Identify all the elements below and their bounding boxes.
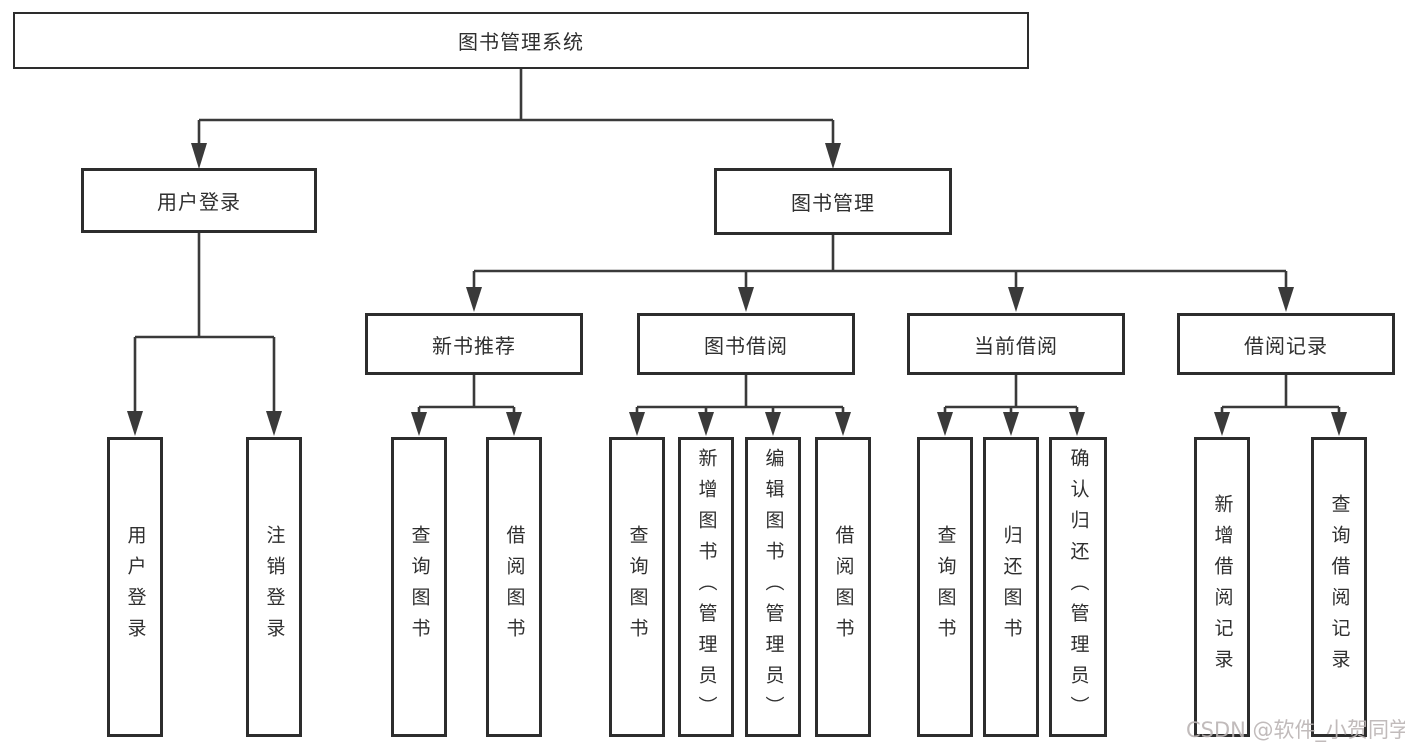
node-label: 当前借阅 <box>974 333 1058 358</box>
arrowheads <box>127 143 1347 436</box>
node-logout: 注销登录 <box>246 437 302 737</box>
connector-book-borrowing-group <box>635 375 845 416</box>
node-label: 编辑图书（管理员） <box>762 447 785 727</box>
node-label: 新增借阅记录 <box>1211 494 1234 680</box>
node-label: 借阅记录 <box>1244 333 1328 358</box>
node-label: 借阅图书 <box>503 525 526 649</box>
connector-borrowing-records-group <box>1220 375 1341 416</box>
node-query-books-current: 查询图书 <box>917 437 973 737</box>
watermark: CSDN @软件_小贺同学 <box>1186 718 1405 742</box>
node-label: 归还图书 <box>1000 525 1023 649</box>
node-new-book-recommendation: 新书推荐 <box>365 313 583 375</box>
connector-current-borrowing-group <box>943 375 1079 416</box>
node-book-management: 图书管理 <box>714 168 952 235</box>
node-label: 查询图书 <box>626 525 649 649</box>
node-edit-books-admin: 编辑图书（管理员） <box>745 437 801 737</box>
connector-root-to-level2 <box>197 69 835 148</box>
node-query-books-borrowing: 查询图书 <box>609 437 665 737</box>
node-add-books-admin: 新增图书（管理员） <box>678 437 734 737</box>
node-label: 查询图书 <box>408 525 431 649</box>
node-label: 图书借阅 <box>704 333 788 358</box>
node-book-borrowing: 图书借阅 <box>637 313 855 375</box>
node-user-login: 用户登录 <box>81 168 317 233</box>
node-user-login-leaf: 用户登录 <box>107 437 163 737</box>
node-label: 用户登录 <box>124 525 147 649</box>
node-confirm-return-admin: 确认归还（管理员） <box>1049 437 1107 737</box>
node-label: 用户登录 <box>157 190 241 214</box>
node-label: 借阅图书 <box>832 525 855 649</box>
node-borrow-books-recommend: 借阅图书 <box>486 437 542 737</box>
connector-book-management-rail <box>472 235 1288 292</box>
node-return-books: 归还图书 <box>983 437 1039 737</box>
node-label: 查询图书 <box>934 525 957 649</box>
node-label: 图书管理 <box>791 191 875 215</box>
connector-user-login-branch <box>133 233 276 416</box>
node-current-borrowing: 当前借阅 <box>907 313 1125 375</box>
node-label: 新增图书（管理员） <box>695 447 718 727</box>
node-borrow-books-borrowing: 借阅图书 <box>815 437 871 737</box>
node-label: 查询借阅记录 <box>1328 494 1351 680</box>
node-add-borrow-record: 新增借阅记录 <box>1194 437 1250 737</box>
node-label: 新书推荐 <box>432 333 516 358</box>
node-query-borrow-record: 查询借阅记录 <box>1311 437 1367 737</box>
node-label: 注销登录 <box>263 525 286 649</box>
node-query-books-recommend: 查询图书 <box>391 437 447 737</box>
node-label: 确认归还（管理员） <box>1067 447 1090 727</box>
node-label: 图书管理系统 <box>458 30 584 54</box>
node-library-management-system: 图书管理系统 <box>13 12 1029 69</box>
node-borrowing-records: 借阅记录 <box>1177 313 1395 375</box>
connector-new-book-group <box>417 375 516 416</box>
